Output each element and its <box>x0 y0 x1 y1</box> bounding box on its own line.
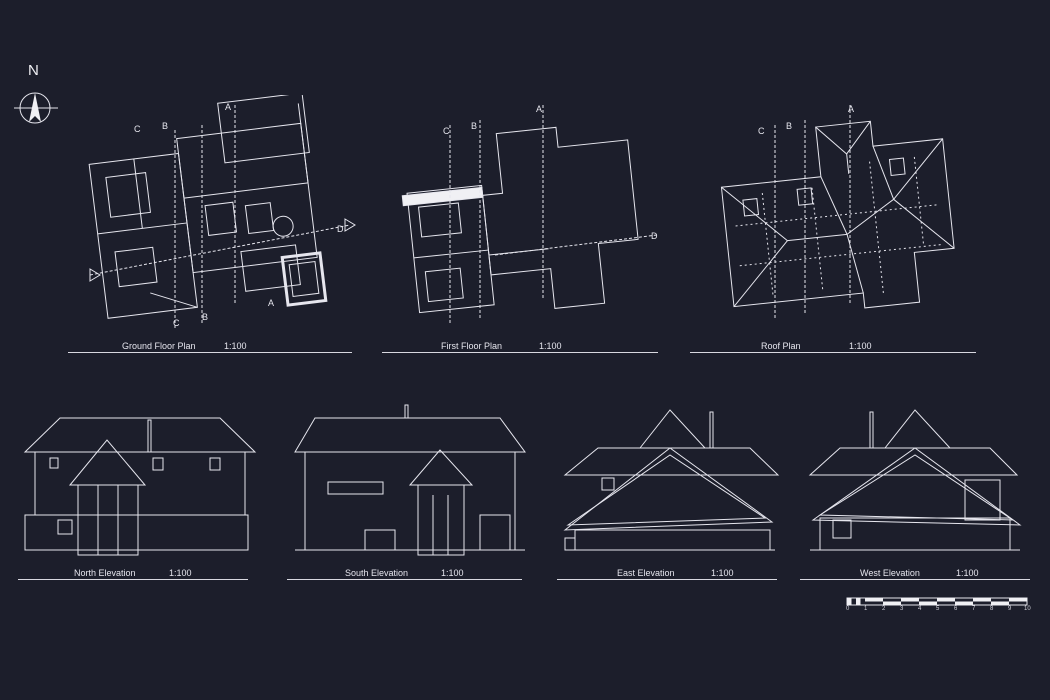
roof-plan-drawing <box>705 95 975 335</box>
north-elevation-scale: 1:100 <box>169 568 192 578</box>
west-elevation-drawing <box>805 400 1030 565</box>
scale-tick-6: 6 <box>954 606 958 612</box>
ground-floor-plan-drawing <box>80 95 360 335</box>
section-marker-d-right: D <box>337 224 344 234</box>
south-elevation-title-rule <box>287 579 522 580</box>
north-elevation-title: North Elevation <box>74 568 136 578</box>
roof-plan-scale: 1:100 <box>849 341 872 351</box>
roof-section-marker-c: C <box>758 126 765 136</box>
first-floor-plan-drawing <box>395 100 665 335</box>
ff-section-marker-b: B <box>471 121 478 131</box>
north-elevation-title-rule <box>18 579 248 580</box>
south-elevation-title: South Elevation <box>345 568 409 578</box>
south-elevation-drawing <box>290 400 535 565</box>
roof-section-marker-a: A <box>848 104 855 114</box>
roof-section-marker-b: B <box>786 121 793 131</box>
east-elevation-drawing <box>560 400 785 565</box>
first-floor-plan-title: First Floor Plan <box>441 341 503 351</box>
section-marker-b-top: B <box>162 121 169 131</box>
north-elevation-drawing <box>20 400 265 560</box>
scale-tick-4: 4 <box>918 606 922 612</box>
scale-tick-9: 9 <box>1008 606 1012 612</box>
scale-tick-3: 3 <box>900 606 904 612</box>
ff-section-marker-a: A <box>536 104 543 114</box>
south-elevation-scale: 1:100 <box>441 568 464 578</box>
roof-plan-title: Roof Plan <box>761 341 801 351</box>
ff-section-marker-c: C <box>443 126 450 136</box>
section-marker-c-bottom: C <box>173 318 180 328</box>
north-label: N <box>28 62 39 79</box>
section-marker-b-bottom: B <box>202 312 209 322</box>
section-marker-a-bottom: A <box>268 298 275 308</box>
west-elevation-title-rule <box>800 579 1030 580</box>
scale-tick-10: 10 <box>1024 606 1031 612</box>
east-elevation-title: East Elevation <box>617 568 675 578</box>
ground-floor-plan-scale: 1:100 <box>224 341 247 351</box>
east-elevation-title-rule <box>557 579 777 580</box>
ff-section-marker-d: D <box>651 231 658 241</box>
scale-tick-1: 1 <box>864 606 868 612</box>
first-floor-title-rule <box>382 352 658 353</box>
scale-tick-7: 7 <box>972 606 976 612</box>
roof-title-rule <box>690 352 976 353</box>
scale-tick-8: 8 <box>990 606 994 612</box>
scale-bar <box>845 596 1035 610</box>
scale-tick-5: 5 <box>936 606 940 612</box>
scale-tick-0: 0 <box>846 606 850 612</box>
north-arrow-icon <box>14 88 58 128</box>
scale-tick-2: 2 <box>882 606 886 612</box>
first-floor-plan-scale: 1:100 <box>539 341 562 351</box>
ground-floor-title-rule <box>68 352 352 353</box>
ground-floor-plan-title: Ground Floor Plan <box>122 341 196 351</box>
east-elevation-scale: 1:100 <box>711 568 734 578</box>
west-elevation-scale: 1:100 <box>956 568 979 578</box>
section-marker-c-top: C <box>134 124 141 134</box>
section-marker-a-top: A <box>225 102 232 112</box>
west-elevation-title: West Elevation <box>860 568 920 578</box>
